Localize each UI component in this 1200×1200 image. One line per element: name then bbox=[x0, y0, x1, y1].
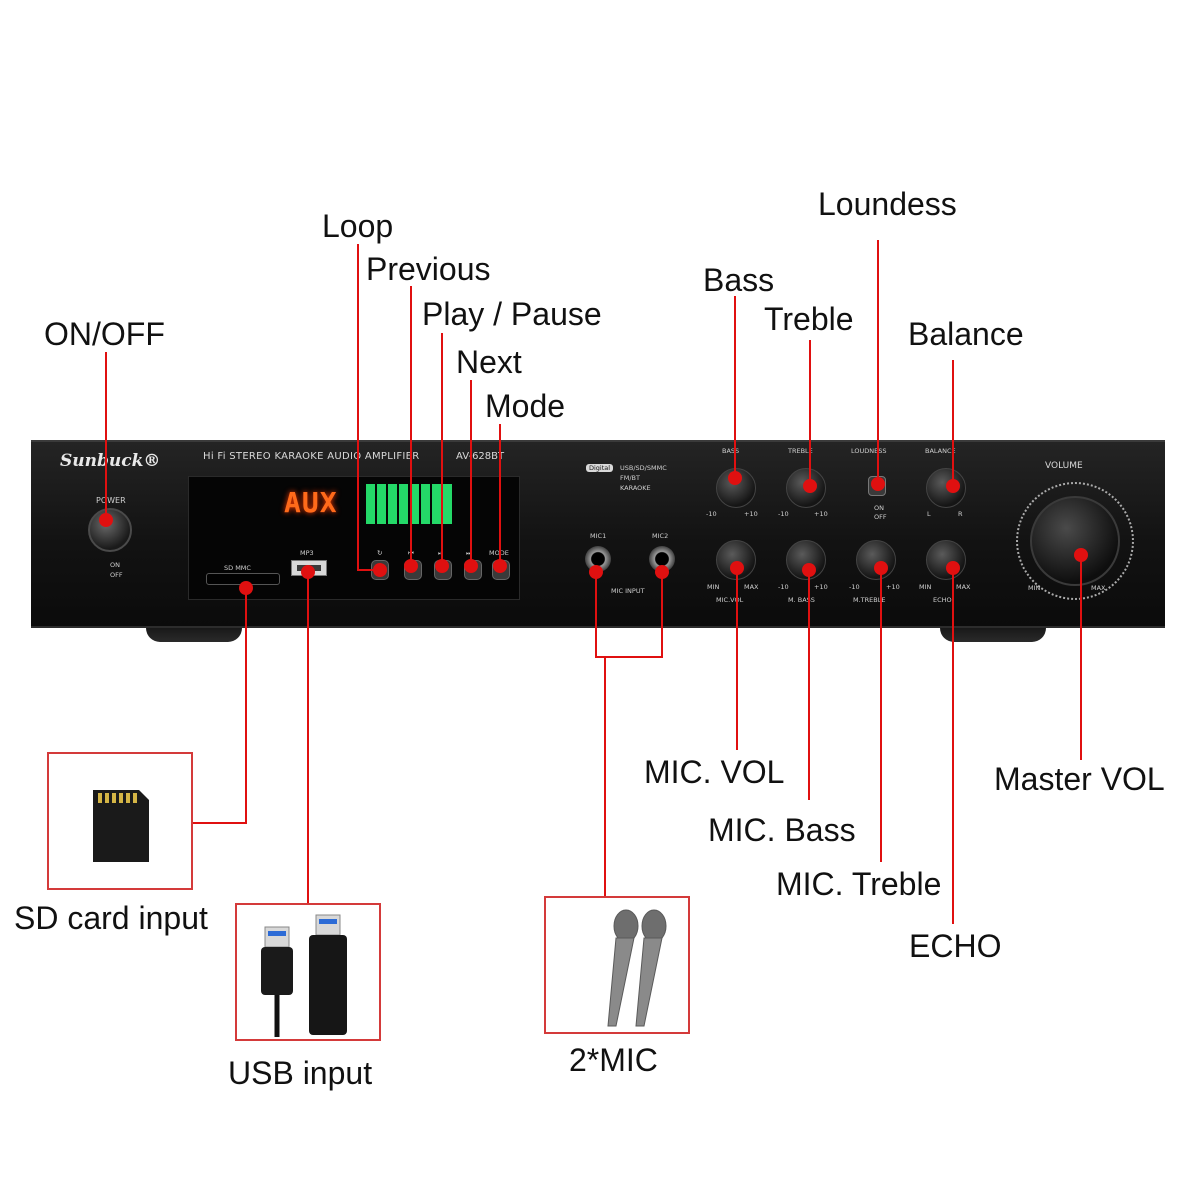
mic1-label: MIC1 bbox=[590, 532, 607, 540]
mic-vol-knob[interactable] bbox=[716, 540, 756, 580]
callout-sd-card-input: SD card input bbox=[14, 900, 208, 936]
callout-play-pause: Play / Pause bbox=[422, 296, 602, 332]
treble-min-scale: -10 bbox=[778, 510, 789, 518]
display-readout: AUX bbox=[284, 486, 338, 519]
callout-mic-bass: MIC. Bass bbox=[708, 812, 856, 848]
power-on-label: ON bbox=[110, 561, 120, 569]
bass-max-scale: +10 bbox=[744, 510, 758, 518]
loudness-on-label: ON bbox=[874, 504, 884, 512]
mic-treble-min-scale: -10 bbox=[849, 583, 860, 591]
brand-logo: Sunbuck® bbox=[60, 451, 161, 471]
mic-vol-min-scale: MIN bbox=[707, 583, 720, 591]
bass-knob[interactable] bbox=[716, 468, 756, 508]
volume-max-scale: MAX bbox=[1091, 584, 1106, 592]
microphones-inset bbox=[544, 896, 690, 1034]
callout-mic-treble: MIC. Treble bbox=[776, 866, 942, 902]
knob-label-loudness: LOUDNESS bbox=[851, 447, 887, 455]
spectrum-display bbox=[366, 484, 454, 524]
callout-next: Next bbox=[456, 344, 522, 380]
treble-max-scale: +10 bbox=[814, 510, 828, 518]
mode-btn-label: MODE bbox=[489, 549, 509, 557]
power-off-label: OFF bbox=[110, 571, 123, 579]
callout-loundess: Loundess bbox=[818, 186, 957, 222]
knob-label-treble: TREBLE bbox=[788, 447, 813, 455]
callout-treble: Treble bbox=[764, 301, 854, 337]
next-button[interactable] bbox=[464, 560, 482, 580]
balance-l-scale: L bbox=[927, 510, 931, 518]
previous-button[interactable] bbox=[404, 560, 422, 580]
echo-max-scale: MAX bbox=[956, 583, 971, 591]
mp3-label: MP3 bbox=[300, 549, 314, 557]
play-pause-button[interactable] bbox=[434, 560, 452, 580]
knob-label-m-treble: M.TREBLE bbox=[853, 596, 886, 604]
callout-bass: Bass bbox=[703, 262, 775, 298]
callout-mode: Mode bbox=[485, 388, 566, 424]
knob-label-bass: BASS bbox=[722, 447, 740, 455]
next-glyph: ⏭ bbox=[466, 549, 472, 557]
mic-input-label: MIC INPUT bbox=[611, 587, 645, 595]
mic-bass-knob[interactable] bbox=[786, 540, 826, 580]
knob-label-mic-vol: MIC.VOL bbox=[716, 596, 744, 604]
mic-bass-min-scale: -10 bbox=[778, 583, 789, 591]
sd-card-inset bbox=[47, 752, 193, 890]
panel-subtitle: Hi Fi STEREO KARAOKE AUDIO AMPLIFIER bbox=[203, 451, 420, 462]
balance-knob[interactable] bbox=[926, 468, 966, 508]
amplifier: Sunbuck® Hi Fi STEREO KARAOKE AUDIO AMPL… bbox=[31, 440, 1165, 642]
volume-scale-ring bbox=[1016, 482, 1134, 600]
mic-treble-max-scale: +10 bbox=[886, 583, 900, 591]
master-volume-knob[interactable] bbox=[1030, 496, 1120, 586]
sd-mmc-label: SD MMC bbox=[224, 564, 251, 572]
model-number: AV-628BT bbox=[456, 451, 505, 462]
echo-knob[interactable] bbox=[926, 540, 966, 580]
play-glyph: ⏯ bbox=[438, 549, 444, 557]
loudness-off-label: OFF bbox=[874, 513, 887, 521]
feature-usb: USB/SD/SMMC bbox=[620, 464, 667, 472]
knob-label-echo: ECHO bbox=[933, 596, 952, 604]
mic1-jack[interactable] bbox=[585, 546, 611, 572]
callout-usb-input: USB input bbox=[228, 1055, 373, 1091]
echo-min-scale: MIN bbox=[919, 583, 932, 591]
digital-badge: Digital bbox=[586, 464, 614, 472]
usb-port[interactable] bbox=[291, 560, 327, 576]
usb-devices-image bbox=[261, 914, 347, 1037]
mode-button[interactable] bbox=[492, 560, 510, 580]
callout-mic-vol: MIC. VOL bbox=[644, 754, 785, 790]
mic-treble-knob[interactable] bbox=[856, 540, 896, 580]
loudness-switch[interactable] bbox=[868, 476, 886, 496]
knob-label-volume: VOLUME bbox=[1045, 461, 1083, 471]
feature-karaoke: KARAOKE bbox=[620, 484, 651, 492]
loop-glyph: ↻ bbox=[377, 549, 383, 557]
volume-min-scale: MIN bbox=[1028, 584, 1041, 592]
callout-master-vol: Master VOL bbox=[994, 761, 1165, 797]
callout-two-mic: 2*MIC bbox=[569, 1042, 658, 1078]
microphones-image bbox=[607, 909, 667, 1027]
mic2-label: MIC2 bbox=[652, 532, 669, 540]
callout-previous: Previous bbox=[366, 251, 491, 287]
mic2-jack[interactable] bbox=[649, 546, 675, 572]
sd-card-slot[interactable] bbox=[206, 573, 280, 585]
callout-echo: ECHO bbox=[909, 928, 1002, 964]
feature-fm: FM/BT bbox=[620, 474, 640, 482]
knob-label-m-bass: M. BASS bbox=[788, 596, 815, 604]
mic-bass-max-scale: +10 bbox=[814, 583, 828, 591]
loop-button[interactable] bbox=[371, 560, 389, 580]
power-button[interactable] bbox=[88, 508, 132, 552]
balance-r-scale: R bbox=[958, 510, 963, 518]
sd-card-image bbox=[93, 790, 149, 862]
power-label: POWER bbox=[96, 496, 126, 505]
bass-min-scale: -10 bbox=[706, 510, 717, 518]
usb-inset bbox=[235, 903, 381, 1041]
prev-glyph: ⏮ bbox=[408, 549, 414, 557]
callout-on-off: ON/OFF bbox=[44, 316, 165, 352]
callout-loop: Loop bbox=[322, 208, 394, 244]
knob-label-balance: BALANCE bbox=[925, 447, 956, 455]
treble-knob[interactable] bbox=[786, 468, 826, 508]
mic-vol-max-scale: MAX bbox=[744, 583, 759, 591]
callout-balance: Balance bbox=[908, 316, 1024, 352]
